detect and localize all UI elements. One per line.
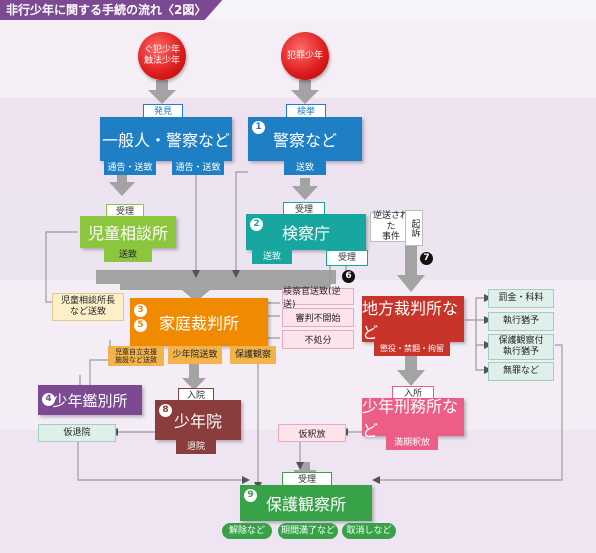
kaijo-label: 解除など [222,523,272,539]
katei-label: 家庭裁判所 [158,314,239,333]
tsukoku-label-2: 通告・送致 [172,161,224,175]
juri-kensatsu2-label: 受理 [326,250,368,266]
karirin-box: 仮退院 [38,424,116,442]
outcome-gyakuso: 検察官送致(逆送) [282,287,354,310]
jiritsu-label: 児童自立支援 施設など送致 [108,346,164,366]
jido-label: 児童相談所 [87,224,168,243]
souchi-kensatsu-label: 送致 [252,250,292,264]
outcome-bakkin: 罰金・科料 [488,289,554,308]
souchi-jido-label: 送致 [104,248,152,262]
outcome-shikkou-yuyo: 執行猶予 [488,312,554,331]
shounenin-souchi-label: 少年院送致 [168,346,222,364]
hogokansatsu-label: 保護観察 [230,346,276,364]
jido-chou-box: 児童相談所長 など送致 [52,293,124,321]
source-guhan-circle: ぐ犯少年 触法少年 [138,32,186,80]
souchi-police-label: 送致 [284,161,326,175]
ippan-box: 一般人・警察など [100,117,232,161]
ippan-label: 一般人・警察など [101,131,230,150]
outcome-shinpan-fukaishi: 審判不開始 [282,308,354,327]
kiso-label: 起訴 [405,210,423,246]
source-hanzai-circle: 犯罪少年 [281,32,329,80]
chiho-box: 地方裁判所など [362,296,464,342]
number-2: 2 [250,218,263,231]
shounenin-label: 少年院 [173,412,222,431]
hogo-box: 保護観察所 [240,485,372,521]
number-6: 6 [342,270,355,283]
number-1: 1 [252,121,265,134]
shounenin-box: 少年院 [155,400,241,440]
torikeshi-label: 取消しなど [342,523,396,539]
outcome-hogo-shikkou-yuyo: 保護観察付 執行猶予 [488,334,554,360]
keisatsu-box: 警察など [248,117,362,161]
kensatsu-box: 検察庁 [246,214,366,250]
tsukoku-label-1: 通告・送致 [104,161,156,175]
jido-box: 児童相談所 [80,216,176,248]
page-title: 非行少年に関する手続の流れ〈2図〉 [0,0,223,20]
number-8: 8 [159,404,172,417]
kikan-manryo-label: 期間満了など [278,523,338,539]
kanbetsu-box: 少年鑑別所 [38,385,142,415]
kashakuho-box: 仮釈放 [278,424,346,442]
kensatsu-label: 検察庁 [281,224,330,243]
manki-label: 満期釈放 [386,436,438,450]
number-4: 4 [42,393,55,406]
outcome-muzai: 無罪など [488,362,554,381]
hogo-label: 保護観察所 [265,495,346,514]
chiho-label: 地方裁判所など [362,299,459,342]
keimusho-label: 少年刑務所など [362,397,459,440]
keimusho-box: 少年刑務所など [362,397,464,440]
kanbetsu-label: 少年鑑別所 [52,391,128,410]
number-9: 9 [244,489,257,502]
katei-box: 家庭裁判所 [130,298,268,346]
outcome-fushobun: 不処分 [282,330,354,349]
taiin-label: 退院 [176,440,216,454]
keisatsu-label: 警察など [272,131,337,150]
number-3: 3 [134,304,147,317]
number-7: 7 [420,252,433,265]
number-5: 5 [134,319,147,332]
kokei-label: 懲役・禁錮・拘留 [374,342,450,356]
